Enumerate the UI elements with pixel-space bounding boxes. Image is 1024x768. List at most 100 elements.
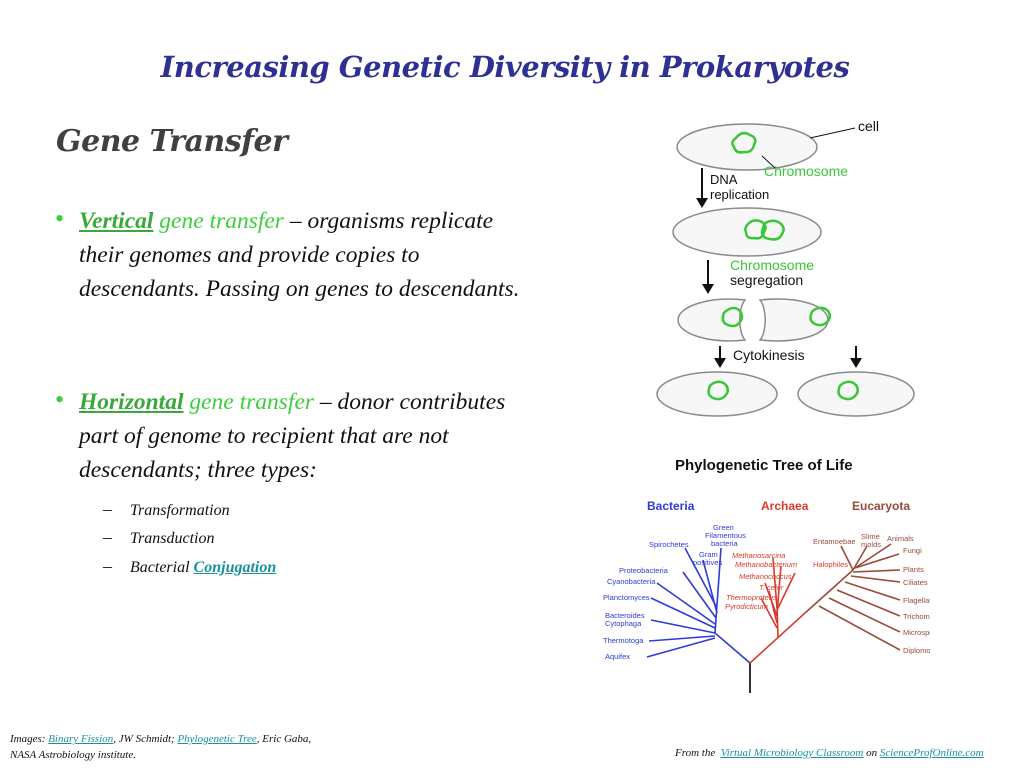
leaf-green-2: Filamentous <box>705 531 746 540</box>
leaf-green-1: Green <box>713 523 734 532</box>
bacteria-branches <box>646 547 751 664</box>
leaf-pyrodictium: Pyrodicticum <box>725 602 768 611</box>
binary-fission-diagram: cell Chromosome DNA replication Chromoso… <box>656 118 915 417</box>
dash: – <box>103 499 112 519</box>
group-archaea: Archaea <box>761 499 809 513</box>
source-credit: From the Virtual Microbiology Classroom … <box>675 745 984 761</box>
chromosome-shape <box>837 380 859 401</box>
group-eucaryota: Eucaryota <box>852 499 910 513</box>
leaf-fungi: Fungi <box>903 546 922 555</box>
leaf-t-celer: T. celer <box>759 583 784 592</box>
scienceprofonline-link[interactable]: ScienceProfOnline.com <box>879 747 984 759</box>
keyword-vertical: Vertical <box>79 208 154 234</box>
subitem-label: Transduction <box>130 530 215 547</box>
chromosome-shape <box>731 131 757 154</box>
label-chromosome: Chromosome <box>764 163 848 179</box>
term-gene-transfer: gene transfer <box>183 389 315 415</box>
bullet-body: – donor contributes part of genome to re… <box>79 389 506 483</box>
phylogenetic-tree-link[interactable]: Phylogenetic Tree <box>177 733 257 745</box>
chromosome-shape <box>707 380 729 401</box>
cell-pointer <box>809 127 856 139</box>
leaf-methanococcus: Methanococcus <box>739 572 792 581</box>
chromosome-pointer <box>761 155 776 169</box>
leaf-gram-1: Gram <box>699 550 718 559</box>
leaf-ciliates: Ciliates <box>903 578 928 587</box>
phylogenetic-tree: Phylogenetic Tree of Life Bacteria Archa… <box>603 457 930 693</box>
leaf-thermoproteus: Thermoproteus <box>726 593 777 602</box>
credit-text: , Eric Gaba, <box>256 733 312 745</box>
term-gene-transfer: gene transfer <box>153 208 284 234</box>
leaf-plants: Plants <box>903 565 924 574</box>
label-cell: cell <box>858 118 879 134</box>
archaea-branches <box>749 557 806 664</box>
binary-fission-link[interactable]: Binary Fission <box>48 733 114 745</box>
bullet-vertical: • Vertical gene transfer – organisms rep… <box>55 204 525 306</box>
leaf-diplomonads: Diplomonads <box>903 646 930 655</box>
bullet-body: – organisms replicate their genomes and … <box>79 208 520 302</box>
bullet-horizontal: • Horizontal gene transfer – donor contr… <box>55 385 525 487</box>
leaf-slime-1: Slime <box>861 532 880 541</box>
leaf-proteobacteria: Proteobacteria <box>619 566 669 575</box>
leaf-aquifex: Aquifex <box>605 652 630 661</box>
keyword-horizontal: Horizontal <box>79 389 184 415</box>
subitem-conjugation: – Bacterial Conjugation <box>103 556 276 577</box>
leaf-trichomonads: Trichomonads <box>903 612 930 621</box>
cell-oval <box>656 371 778 417</box>
leaf-thermotoga: Thermotoga <box>603 636 644 645</box>
leaf-animals: Animals <box>887 534 914 543</box>
chromosome-shape <box>809 306 831 327</box>
leaf-planctomyces: Planctomyces <box>603 593 650 602</box>
bullet-text: Vertical gene transfer – organisms repli… <box>79 204 525 306</box>
leaf-methanosarcina: Methanosarcina <box>732 551 785 560</box>
dividing-cell <box>758 298 829 342</box>
leaf-green-3: bacteria <box>711 539 739 548</box>
slide-title: Increasing Genetic Diversity in Prokaryo… <box>160 50 850 84</box>
arrow-head <box>714 358 726 368</box>
dash: – <box>103 556 112 576</box>
cell-oval <box>676 123 818 171</box>
prefix-text: Bacterial <box>130 559 194 576</box>
credit-text: , JW Schmidt; <box>113 733 178 745</box>
leaf-gram-2: positives <box>693 558 722 567</box>
dash: – <box>103 527 112 547</box>
leaf-spirochetes: Spirochetes <box>649 540 689 549</box>
dividing-cell <box>677 298 747 342</box>
label-seg-2: segregation <box>730 272 803 288</box>
chromosome-shape <box>760 219 785 241</box>
image-credits: Images: Binary Fission, JW Schmidt; Phyl… <box>10 731 311 763</box>
label-replication: replication <box>710 187 769 202</box>
subitem-transduction: – Transduction <box>103 527 215 548</box>
tree-title: Phylogenetic Tree of Life <box>675 457 853 474</box>
label-cytokinesis: Cytokinesis <box>733 347 805 363</box>
credit-prefix: From the <box>675 747 721 759</box>
arrow-head <box>702 284 714 294</box>
bullet-dot: • <box>55 204 65 233</box>
label-dna: DNA <box>710 172 738 187</box>
group-bacteria: Bacteria <box>647 499 695 513</box>
arrow-head <box>696 198 708 208</box>
subitem-label: Transformation <box>130 502 230 519</box>
leaf-halophiles: Halophiles <box>813 560 848 569</box>
bullet-text: Horizontal gene transfer – donor contrib… <box>79 385 525 487</box>
bullet-dot: • <box>55 385 65 414</box>
chromosome-shape <box>721 306 744 328</box>
conjugation-link[interactable]: Conjugation <box>193 559 277 576</box>
subitem-transformation: – Transformation <box>103 499 230 520</box>
leaf-flagellates: Flagellates <box>903 596 930 605</box>
leaf-cyanobacteria: Cyanobacteria <box>607 577 656 586</box>
subitem-label: Bacterial Conjugation <box>130 559 276 576</box>
credit-prefix: Images: <box>10 733 49 745</box>
leaf-bacteroides: Bacteroides <box>605 611 645 620</box>
credit-line-2: NASA Astrobiology institute. <box>10 749 136 761</box>
slide-subtitle: Gene Transfer <box>56 124 288 159</box>
leaf-microsporidia: Microsporidia <box>903 628 930 637</box>
leaf-entamoebae: Entamoebae <box>813 537 856 546</box>
arrow-head <box>850 358 862 368</box>
eucaryota-branches <box>804 543 901 651</box>
virtual-microbiology-link[interactable]: Virtual Microbiology Classroom <box>720 747 864 759</box>
chromosome-shape <box>744 219 767 240</box>
leaf-methanobacterium: Methanobacterium <box>735 560 797 569</box>
leaf-slime-2: molds <box>861 540 881 549</box>
label-seg-1: Chromosome <box>730 257 814 273</box>
credit-text: on <box>863 747 880 759</box>
